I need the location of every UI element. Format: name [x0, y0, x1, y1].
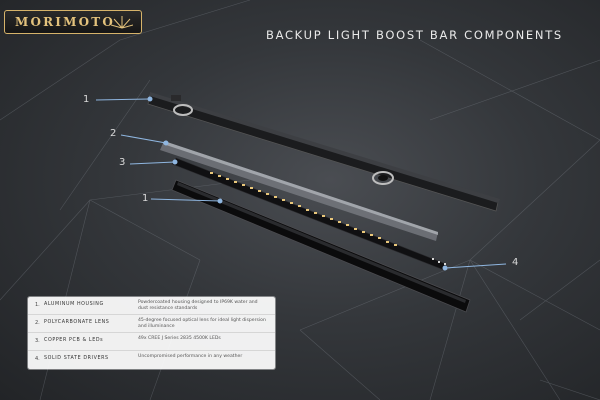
legend-component-name: COPPER PCB & LEDs [44, 338, 104, 343]
legend-row: 3. COPPER PCB & LEDs 49x CREE J Series 2… [28, 333, 275, 351]
legend-description: 45-degree focused optical lens for ideal… [138, 318, 266, 329]
legend-component-name: POLYCARBONATE LENS [44, 320, 110, 325]
legend-number: 4. [35, 356, 40, 362]
legend-row: 4. SOLID STATE DRIVERS Uncompromised per… [28, 351, 275, 368]
callout-2: 2 [110, 128, 117, 139]
legend-number: 2. [35, 320, 40, 326]
legend-component-name: SOLID STATE DRIVERS [44, 356, 109, 361]
callout-3: 3 [119, 157, 126, 168]
legend-description: 49x CREE J Series 2835 4500K LEDs [138, 336, 221, 341]
brand-logo: MORIMOTO [4, 10, 142, 34]
callout-1-bottom: 1 [142, 193, 149, 204]
legend-description: Powdercoated housing designed to IP69K w… [138, 300, 258, 311]
legend-row: 2. POLYCARBONATE LENS 45-degree focused … [28, 315, 275, 333]
brand-logo-text: MORIMOTO [15, 15, 116, 29]
polycarbonate-lens [160, 141, 438, 241]
legend-component-name: ALUMINUM HOUSING [44, 302, 104, 307]
callout-4: 4 [512, 257, 519, 268]
legend-number: 1. [35, 302, 40, 308]
components-legend: 1. ALUMINUM HOUSING Powdercoated housing… [28, 297, 275, 369]
legend-row: 1. ALUMINUM HOUSING Powdercoated housing… [28, 297, 275, 315]
sun-icon [111, 16, 133, 29]
legend-number: 3. [35, 338, 40, 344]
callout-1-top: 1 [83, 94, 90, 105]
aluminum-housing-bottom [171, 179, 471, 313]
page-title: BACKUP LIGHT BOOST BAR COMPONENTS [266, 28, 563, 42]
legend-description: Uncompromised performance in any weather [138, 354, 243, 359]
aluminum-housing-top [147, 92, 500, 212]
